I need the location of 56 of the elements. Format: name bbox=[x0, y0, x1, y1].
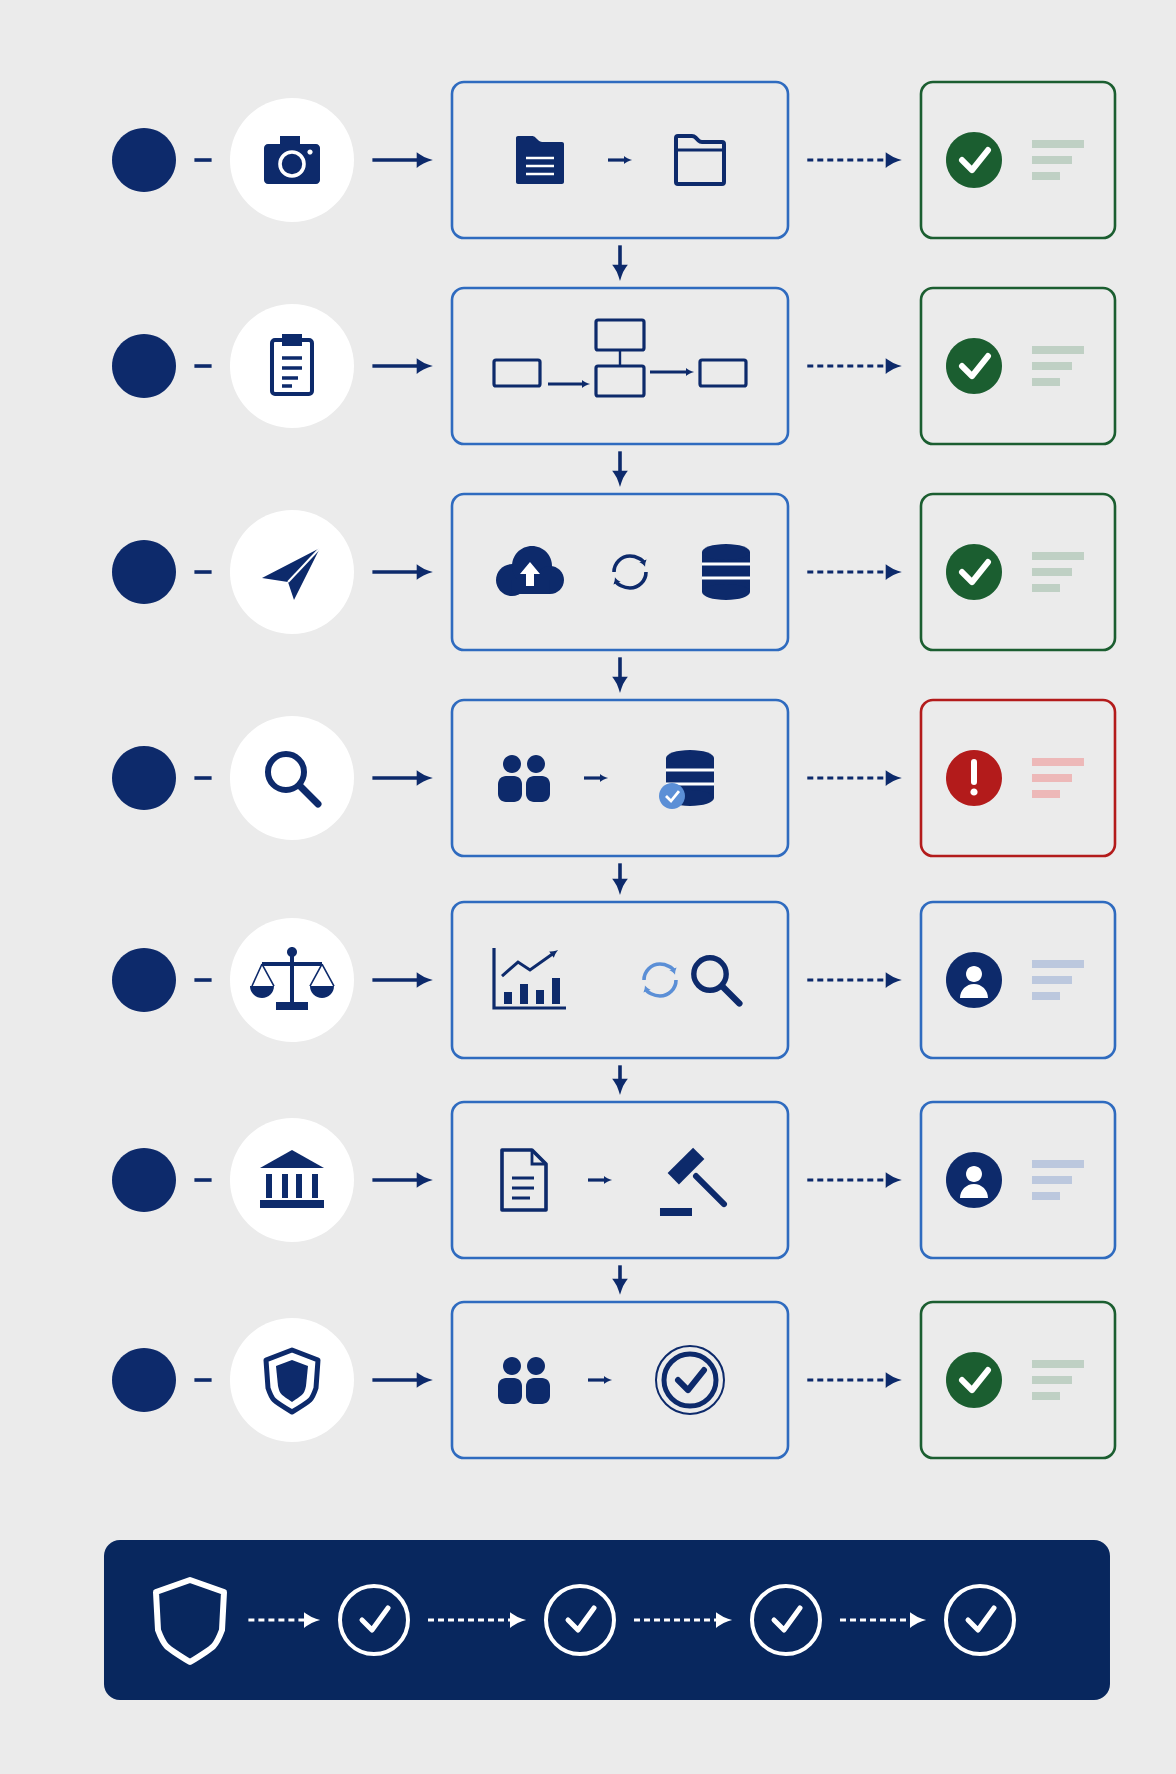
check-circle bbox=[750, 1584, 822, 1656]
arrow bbox=[807, 973, 899, 987]
arrow bbox=[372, 1173, 430, 1187]
arrow bbox=[428, 1613, 523, 1627]
process-box bbox=[450, 1100, 790, 1260]
banner bbox=[104, 1540, 1110, 1700]
arrow bbox=[840, 1613, 923, 1627]
shield-icon bbox=[153, 1577, 227, 1665]
arrow bbox=[807, 771, 899, 785]
icon-circle bbox=[230, 1318, 354, 1442]
arrow bbox=[372, 359, 430, 373]
arrow bbox=[372, 973, 430, 987]
dot bbox=[112, 948, 176, 1012]
process-box bbox=[450, 492, 790, 652]
arrow bbox=[807, 1173, 899, 1187]
arrow bbox=[807, 565, 899, 579]
dot bbox=[112, 334, 176, 398]
dot bbox=[112, 746, 176, 810]
process-box bbox=[450, 286, 790, 446]
check-circle bbox=[944, 1584, 1016, 1656]
arrow bbox=[248, 1613, 317, 1627]
check-circle bbox=[544, 1584, 616, 1656]
connector-line bbox=[194, 1378, 212, 1382]
connector-line bbox=[194, 776, 212, 780]
dot bbox=[112, 128, 176, 193]
process-box bbox=[450, 698, 790, 858]
icon-circle bbox=[230, 510, 354, 634]
arrow bbox=[613, 657, 627, 690]
connector-line bbox=[194, 364, 212, 368]
icon-circle bbox=[230, 918, 354, 1042]
connector-line bbox=[194, 570, 212, 574]
arrow bbox=[613, 1065, 627, 1092]
icon-circle bbox=[230, 716, 354, 840]
arrow bbox=[613, 1265, 627, 1292]
arrow bbox=[634, 1613, 729, 1627]
arrow bbox=[613, 245, 627, 278]
connector-line bbox=[194, 158, 212, 162]
arrow bbox=[807, 153, 899, 167]
process-box bbox=[450, 1300, 790, 1460]
arrow bbox=[372, 771, 430, 785]
arrow bbox=[372, 565, 430, 579]
arrow bbox=[372, 1373, 430, 1387]
dot bbox=[112, 1148, 176, 1212]
arrow bbox=[372, 153, 430, 167]
dot bbox=[112, 1348, 176, 1412]
icon-circle bbox=[230, 304, 354, 428]
dot bbox=[112, 540, 176, 604]
connector-line bbox=[194, 978, 212, 982]
process-box bbox=[450, 900, 790, 1060]
connector-line bbox=[194, 1178, 212, 1182]
arrow bbox=[807, 1373, 899, 1387]
arrow bbox=[613, 451, 627, 484]
process-box bbox=[450, 80, 790, 240]
check-circle bbox=[338, 1584, 410, 1656]
arrow bbox=[613, 863, 627, 892]
arrow bbox=[807, 359, 899, 373]
